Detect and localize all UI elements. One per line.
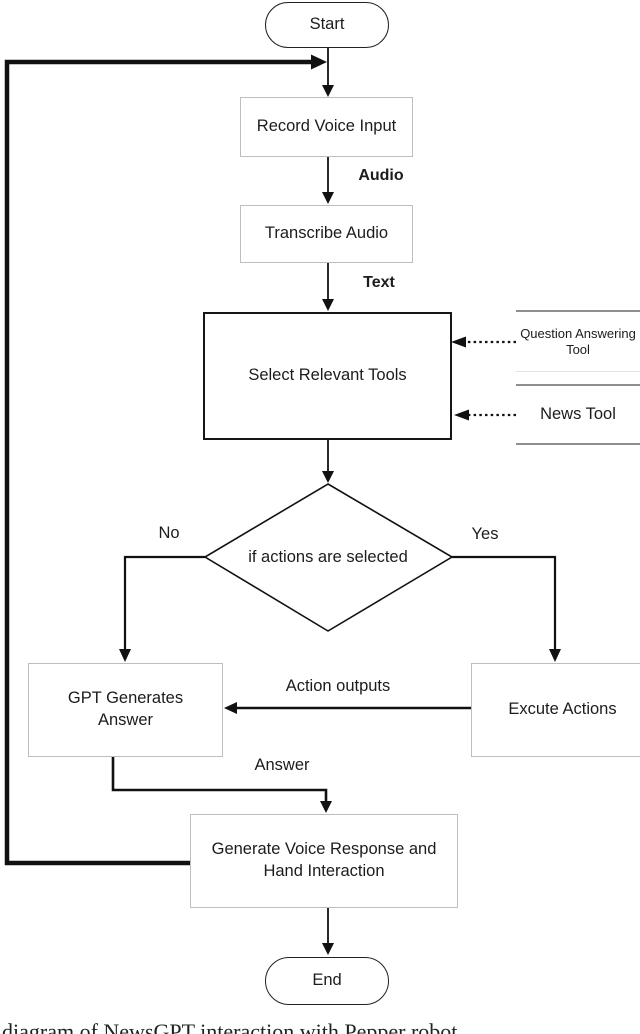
end-node: End	[265, 957, 389, 1005]
gpt-generates-answer-label: GPT Generates Answer	[67, 689, 184, 729]
record-voice-input-node: Record Voice Input	[240, 97, 413, 157]
figure-caption: diagram of NewsGPT interaction with Pepp…	[2, 1019, 458, 1034]
question-answering-tool-node: Question Answering Tool	[516, 310, 640, 372]
edge-no-branch	[123, 555, 205, 650]
arrowhead	[454, 409, 469, 421]
edge-feedback-loop	[4, 59, 311, 866]
arrowhead	[322, 299, 334, 311]
arrowhead	[322, 943, 334, 955]
news-tool-node: News Tool	[516, 384, 640, 445]
audio-edge-label: Audio	[358, 167, 404, 184]
generate-voice-response-node: Generate Voice Response and Hand Interac…	[190, 814, 458, 908]
arrowhead	[224, 702, 237, 714]
edge-yes-branch	[452, 555, 557, 650]
execute-actions-label: Excute Actions	[508, 700, 617, 719]
arrowhead	[549, 649, 561, 662]
arrowhead	[311, 54, 327, 70]
text-edge-label: Text	[363, 274, 395, 291]
edge-answer	[111, 757, 328, 802]
decision-label: if actions are selected	[248, 547, 408, 566]
question-answering-tool-label: Question Answering Tool	[520, 325, 636, 357]
action-outputs-edge-label: Action outputs	[285, 677, 391, 695]
start-node: Start	[265, 2, 389, 48]
no-edge-label: No	[158, 524, 180, 542]
start-label: Start	[309, 15, 345, 34]
generate-voice-response-label: Generate Voice Response and Hand Interac…	[211, 840, 437, 880]
gpt-generates-answer-node: GPT Generates Answer	[28, 663, 223, 757]
execute-actions-node: Excute Actions	[471, 663, 640, 757]
transcribe-audio-label: Transcribe Audio	[264, 224, 389, 243]
arrowhead	[322, 85, 334, 97]
arrowhead	[119, 649, 131, 662]
record-voice-input-label: Record Voice Input	[256, 117, 397, 136]
arrowhead	[320, 801, 332, 813]
arrowhead	[451, 336, 466, 348]
arrowhead	[322, 192, 334, 204]
news-tool-label: News Tool	[540, 404, 616, 423]
end-label: End	[312, 971, 342, 990]
select-relevant-tools-label: Select Relevant Tools	[248, 366, 407, 385]
select-relevant-tools-node: Select Relevant Tools	[203, 312, 452, 440]
answer-edge-label: Answer	[254, 756, 310, 774]
arrowhead	[322, 471, 334, 483]
yes-edge-label: Yes	[471, 525, 499, 543]
transcribe-audio-node: Transcribe Audio	[240, 205, 413, 263]
decision-diamond	[203, 483, 454, 632]
